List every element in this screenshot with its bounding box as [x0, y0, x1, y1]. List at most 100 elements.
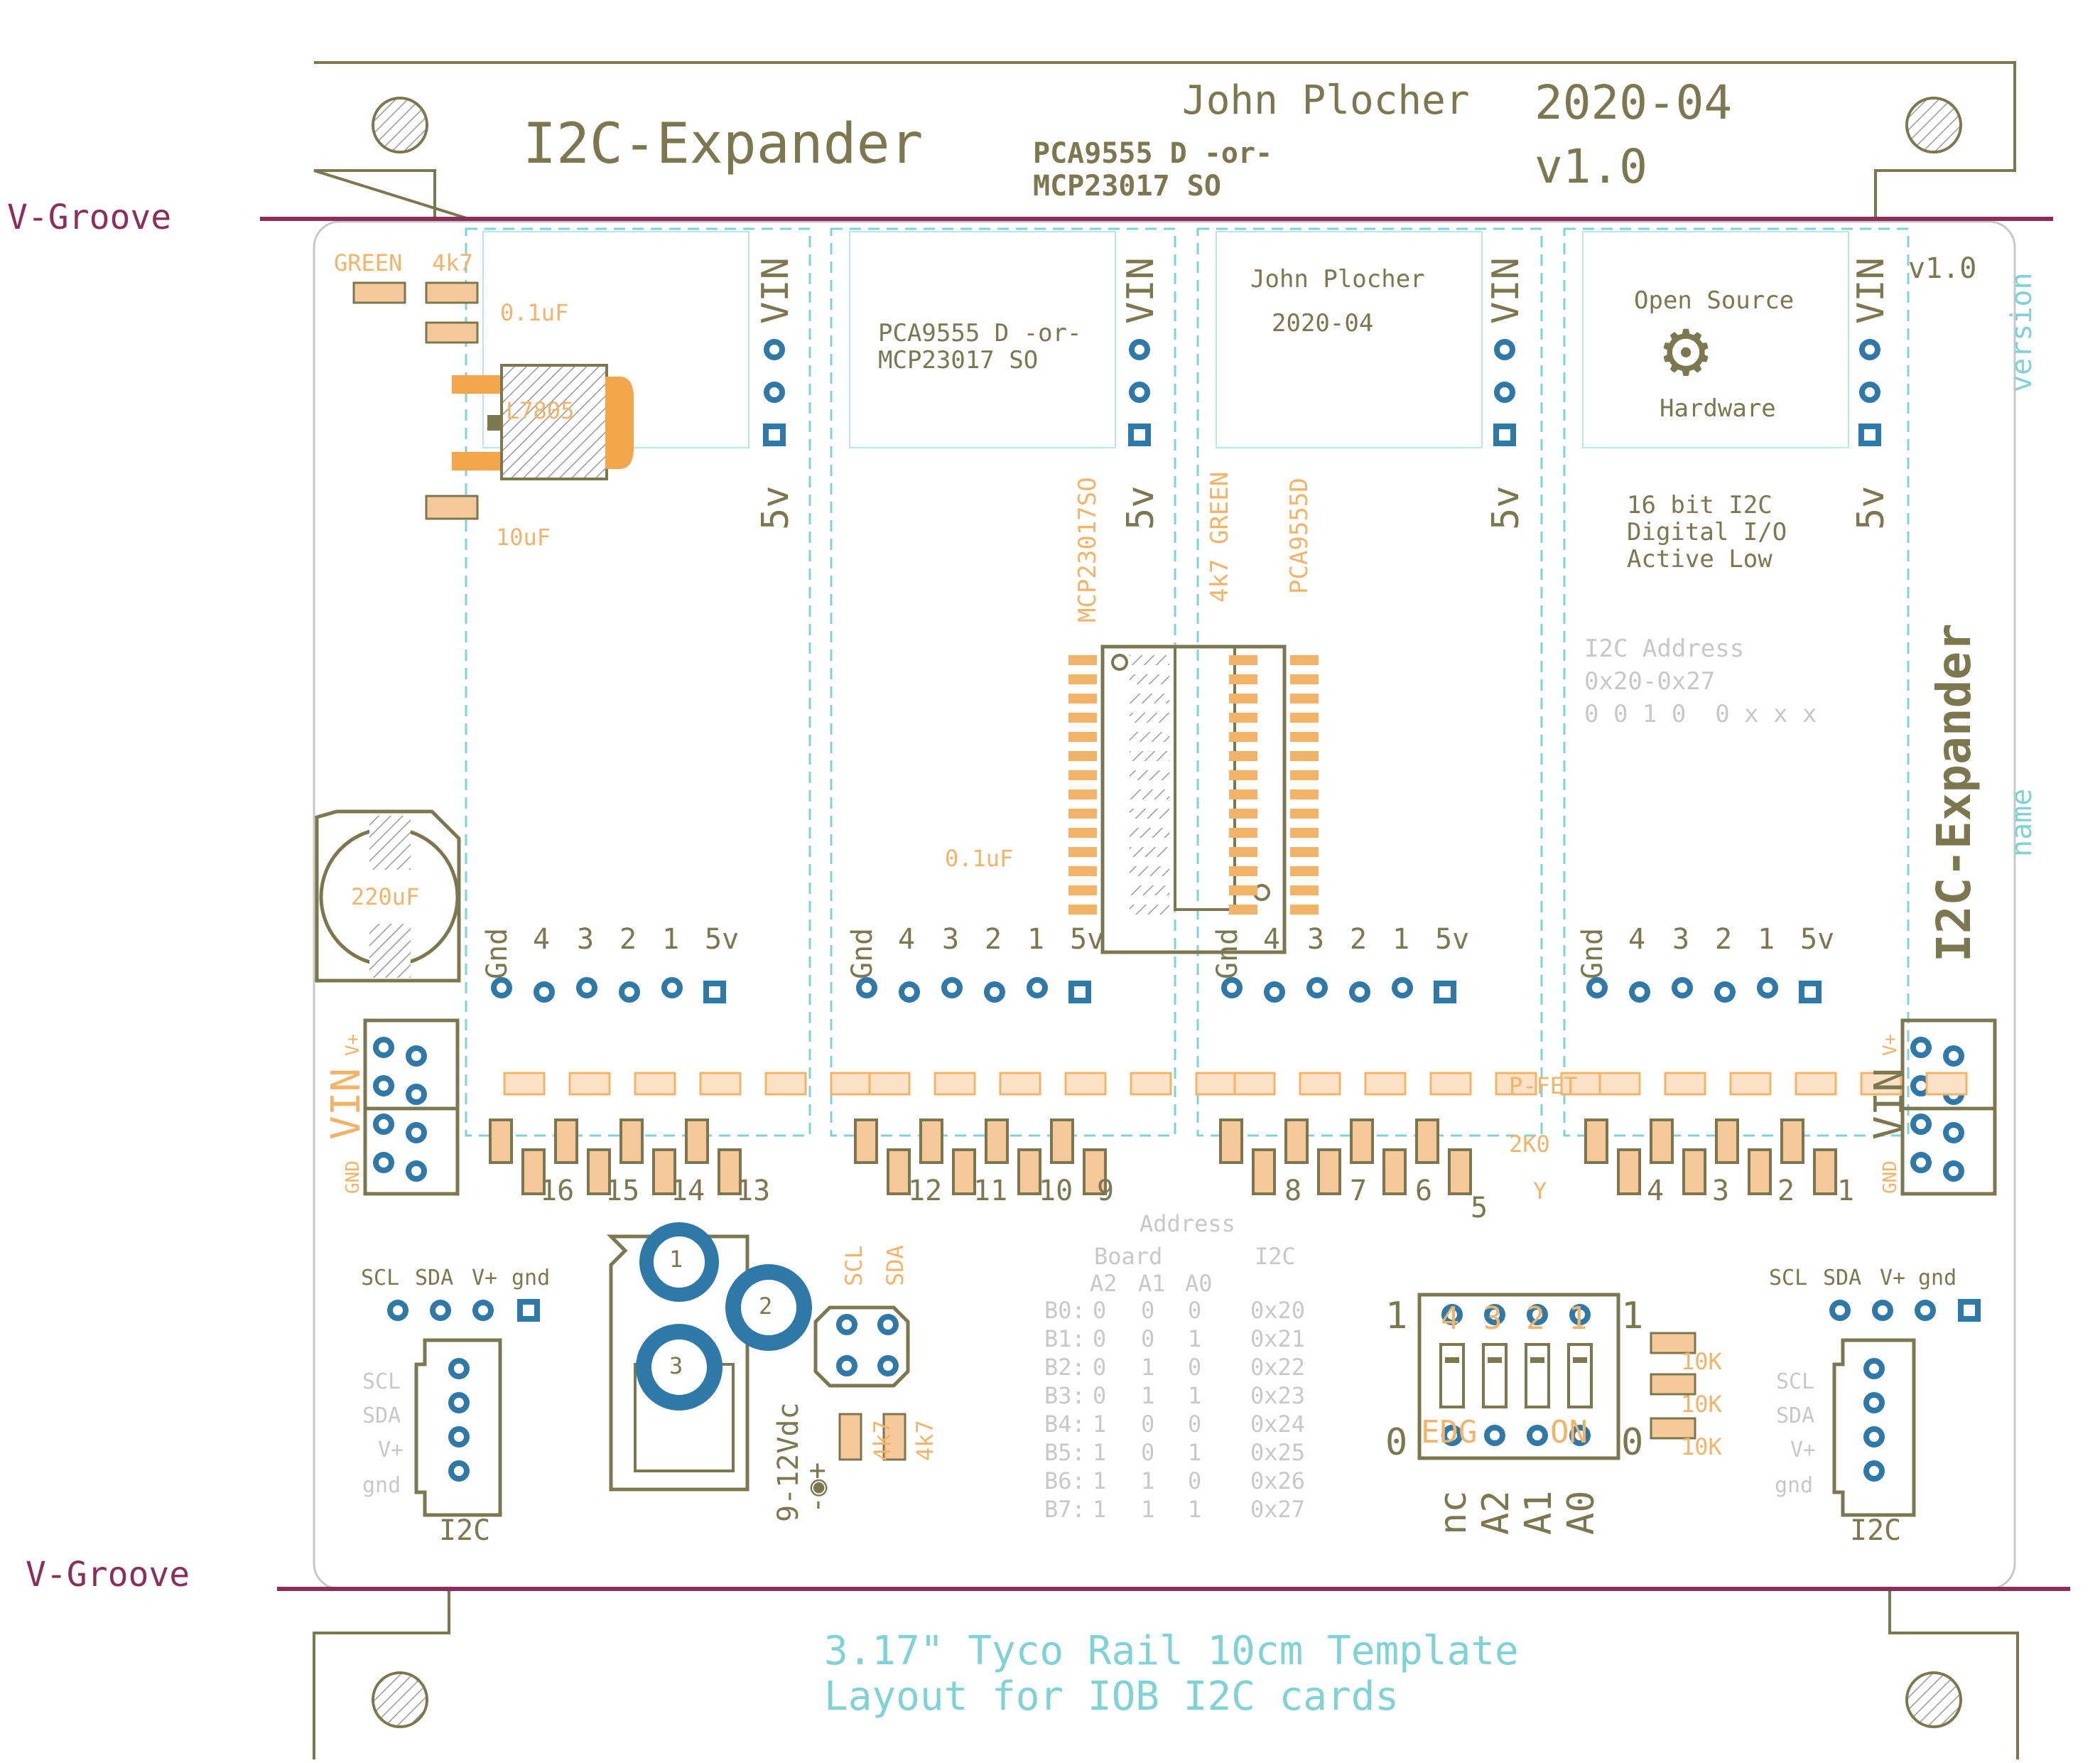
g2-p3: 3 — [942, 923, 960, 956]
jumper-pad — [877, 1355, 899, 1376]
chips-line1: PCA9555 D -or- — [1033, 137, 1273, 170]
addr-row-bit: 1 — [1093, 1411, 1107, 1438]
out-7: 7 — [1350, 1175, 1368, 1207]
mount-hole-br — [1905, 1671, 1962, 1728]
led-resistor — [1650, 1118, 1674, 1164]
ic-mcp-label: MCP23017SO — [1073, 477, 1102, 622]
out-8: 8 — [1284, 1175, 1302, 1207]
ic-pin — [1130, 655, 1169, 665]
addr-row-bit: 1 — [1188, 1496, 1202, 1523]
g2-p5v: 5v — [1070, 923, 1105, 956]
header-pad — [534, 981, 555, 1003]
g1-p3: 3 — [577, 923, 595, 956]
ic-pin — [1229, 847, 1257, 857]
dip-on-label: ON — [1550, 1414, 1588, 1450]
fet-pad — [999, 1072, 1041, 1096]
dip-edge-label: EDG — [1421, 1414, 1478, 1450]
vin-pad — [1859, 339, 1880, 360]
ic-pin — [1290, 674, 1319, 684]
header-pad — [1068, 981, 1091, 1003]
led-resistor — [1715, 1118, 1739, 1164]
addr-row-i2c: 0x27 — [1250, 1496, 1306, 1523]
vin-pad-square — [763, 424, 786, 446]
led-resistor — [489, 1118, 513, 1164]
g1-p5v: 5v — [705, 923, 740, 956]
m1-vin-label: VIN — [754, 257, 797, 324]
ic-pin — [1068, 828, 1097, 838]
led-resistor — [1415, 1118, 1439, 1164]
vin-conn-pad — [373, 1075, 394, 1096]
m2-text2: MCP23017 SO — [878, 346, 1039, 374]
jumper-pad — [836, 1355, 857, 1376]
g2-p2: 2 — [985, 923, 1002, 956]
dip-slide-tab — [1445, 1357, 1459, 1363]
output-led — [1317, 1148, 1341, 1195]
ic-pin — [1229, 866, 1257, 876]
addr-row-bit: 1 — [1188, 1439, 1202, 1466]
header-pad — [1306, 977, 1328, 998]
dip-bottom-a0: A0 — [1560, 1490, 1603, 1535]
addr-row-bit: 1 — [1093, 1439, 1107, 1466]
addr-row-bit: 1 — [1141, 1354, 1155, 1381]
dip-res-3: 10K — [1681, 1433, 1722, 1460]
addr-row-bit: 0 — [1141, 1411, 1155, 1438]
i2c-pad — [1829, 1300, 1851, 1321]
vin-conn-pad — [1910, 1037, 1932, 1058]
out-3: 3 — [1712, 1175, 1730, 1207]
header-pad — [1714, 981, 1736, 1003]
center-ic — [1068, 645, 1319, 954]
led-resistor — [1050, 1118, 1074, 1164]
out-5: 5 — [1471, 1192, 1488, 1224]
vin-conn-pad — [1943, 1045, 1964, 1067]
vin-conn-pad — [406, 1122, 427, 1143]
i2c-r-scl: SCL — [1776, 1369, 1815, 1394]
dip-slide — [1567, 1343, 1593, 1408]
out-14: 14 — [671, 1175, 705, 1207]
addr-row-bit: 0 — [1188, 1411, 1202, 1438]
led-resistor — [1780, 1118, 1804, 1164]
vin-pad-square — [1128, 424, 1151, 446]
header-pad — [1799, 981, 1822, 1003]
dip-bottom-nc: nc — [1432, 1490, 1475, 1535]
dip-pad — [1569, 1304, 1591, 1325]
output-led — [718, 1148, 742, 1195]
ic-pin — [1290, 751, 1319, 761]
addr-row-bit: 0 — [1188, 1467, 1202, 1494]
g3-p1: 1 — [1392, 923, 1410, 956]
vin-conn-pad — [1910, 1114, 1932, 1135]
out-12: 12 — [908, 1175, 943, 1207]
author-name: John Plocher — [1182, 77, 1470, 124]
addr-table-title: Address — [1140, 1210, 1235, 1237]
ic-pin — [1068, 674, 1097, 684]
vin-left-vplus: V+ — [342, 1033, 364, 1056]
addr-row-bit: 1 — [1141, 1382, 1155, 1409]
vin-left-label: VIN — [323, 1067, 369, 1140]
i2c-pad — [1915, 1300, 1936, 1321]
output-led — [952, 1148, 976, 1195]
led-resistor — [619, 1118, 644, 1164]
m4-text2: Hardware — [1660, 394, 1776, 423]
bulk-capacitor — [315, 809, 461, 983]
ic-pin — [1229, 809, 1257, 819]
ic-pin — [1290, 770, 1319, 780]
ic-pin — [1290, 847, 1319, 857]
output-led — [1083, 1148, 1107, 1195]
side-version: v1.0 — [1908, 252, 1977, 285]
fet-led-label: Y — [1533, 1177, 1547, 1204]
addr-row-board: B2: — [1044, 1354, 1086, 1381]
out-15: 15 — [605, 1175, 640, 1207]
i2c-l-scl-top: SCL — [361, 1266, 400, 1290]
bottom-rail-outline — [313, 1589, 2019, 1759]
dip-left-one: 1 — [1385, 1295, 1408, 1337]
ic-pin — [1068, 905, 1097, 915]
ic-pin — [1229, 770, 1257, 780]
vin-right-gnd: GND — [1880, 1160, 1901, 1194]
dip-right-zero: 0 — [1621, 1421, 1644, 1464]
side-name: I2C-Expander — [1927, 623, 1981, 962]
g3-gnd: Gnd — [1211, 927, 1244, 979]
power-jack — [606, 1222, 812, 1492]
footer-line1: 3.17" Tyco Rail 10cm Template — [824, 1628, 1519, 1674]
i2c-pad — [1863, 1392, 1885, 1413]
jumper-outline — [813, 1305, 910, 1388]
